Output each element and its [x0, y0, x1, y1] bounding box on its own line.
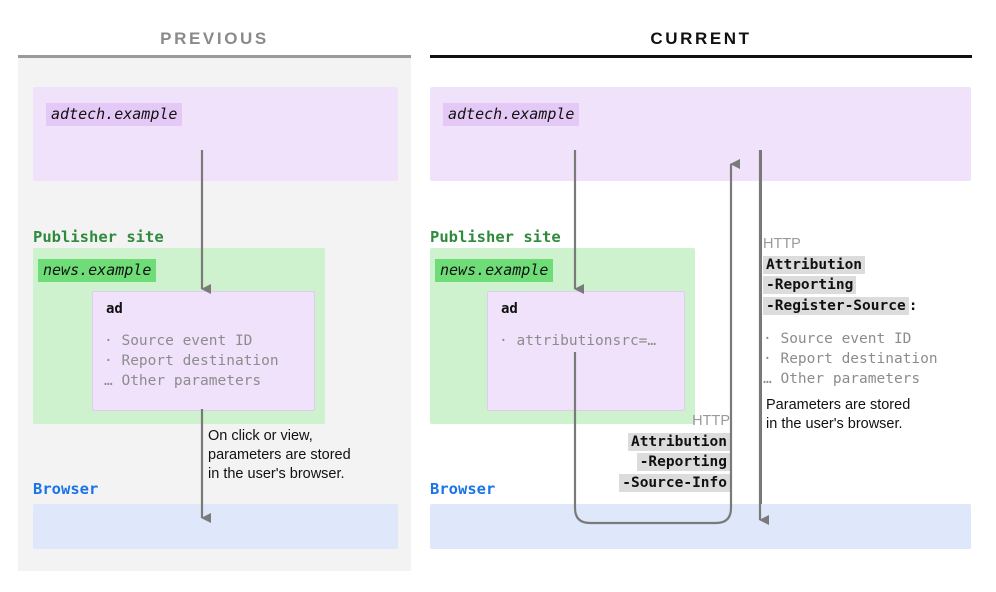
previous-note: On click or view, parameters are stored …	[208, 428, 351, 482]
browser-region-current	[430, 504, 971, 549]
column-rule-current	[430, 55, 972, 58]
source-info-header-line-2: -Reporting	[636, 453, 730, 471]
publisher-domain-chip-current: news.example	[435, 259, 554, 282]
column-rule-previous	[18, 55, 411, 58]
register-source-header-line-3: -Register-Source	[763, 296, 909, 315]
column-title-previous: PREVIOUS	[160, 29, 269, 48]
browser-region-previous	[33, 504, 398, 549]
browser-label-current: Browser	[430, 480, 496, 498]
adtech-region-current	[430, 87, 971, 181]
source-info-header-line-1: Attribution	[627, 432, 730, 451]
register-source-header-line-1: Attribution	[763, 255, 866, 274]
publisher-site-label-current: Publisher site	[430, 228, 561, 246]
register-source-colon: :	[908, 297, 918, 314]
adtech-domain-chip-current: adtech.example	[443, 103, 580, 126]
ad-parameters-previous: · Source event ID · Report destination ……	[104, 333, 279, 389]
ad-card-title-current: ad	[501, 301, 518, 317]
current-note: Parameters are stored in the user's brow…	[766, 397, 911, 432]
browser-label-previous: Browser	[33, 480, 99, 498]
publisher-site-label-previous: Publisher site	[33, 228, 164, 246]
source-info-header-line-3: -Source-Info	[619, 473, 730, 492]
adtech-region-previous	[33, 87, 398, 181]
http-label-source-info: HTTP	[692, 413, 730, 429]
column-title-current: CURRENT	[650, 29, 752, 48]
arrow-attributionsrc-request-current	[573, 159, 740, 525]
ad-card-previous	[92, 291, 315, 411]
publisher-domain-chip-previous: news.example	[38, 259, 157, 282]
http-label-register-source: HTTP	[763, 236, 801, 252]
register-source-header-line-2: -Reporting	[763, 276, 857, 294]
http-register-source-annotation: HTTP Attribution -Reporting -Register-So…	[763, 234, 978, 316]
adtech-domain-chip-previous: adtech.example	[46, 103, 183, 126]
ad-card-title-previous: ad	[106, 301, 123, 317]
http-source-info-annotation: HTTP Attribution -Reporting -Source-Info	[590, 412, 730, 493]
ad-card-current	[487, 291, 685, 411]
register-source-parameters: · Source event ID · Report destination ……	[763, 331, 938, 387]
ad-parameters-current: · attributionsrc=…	[499, 333, 657, 349]
